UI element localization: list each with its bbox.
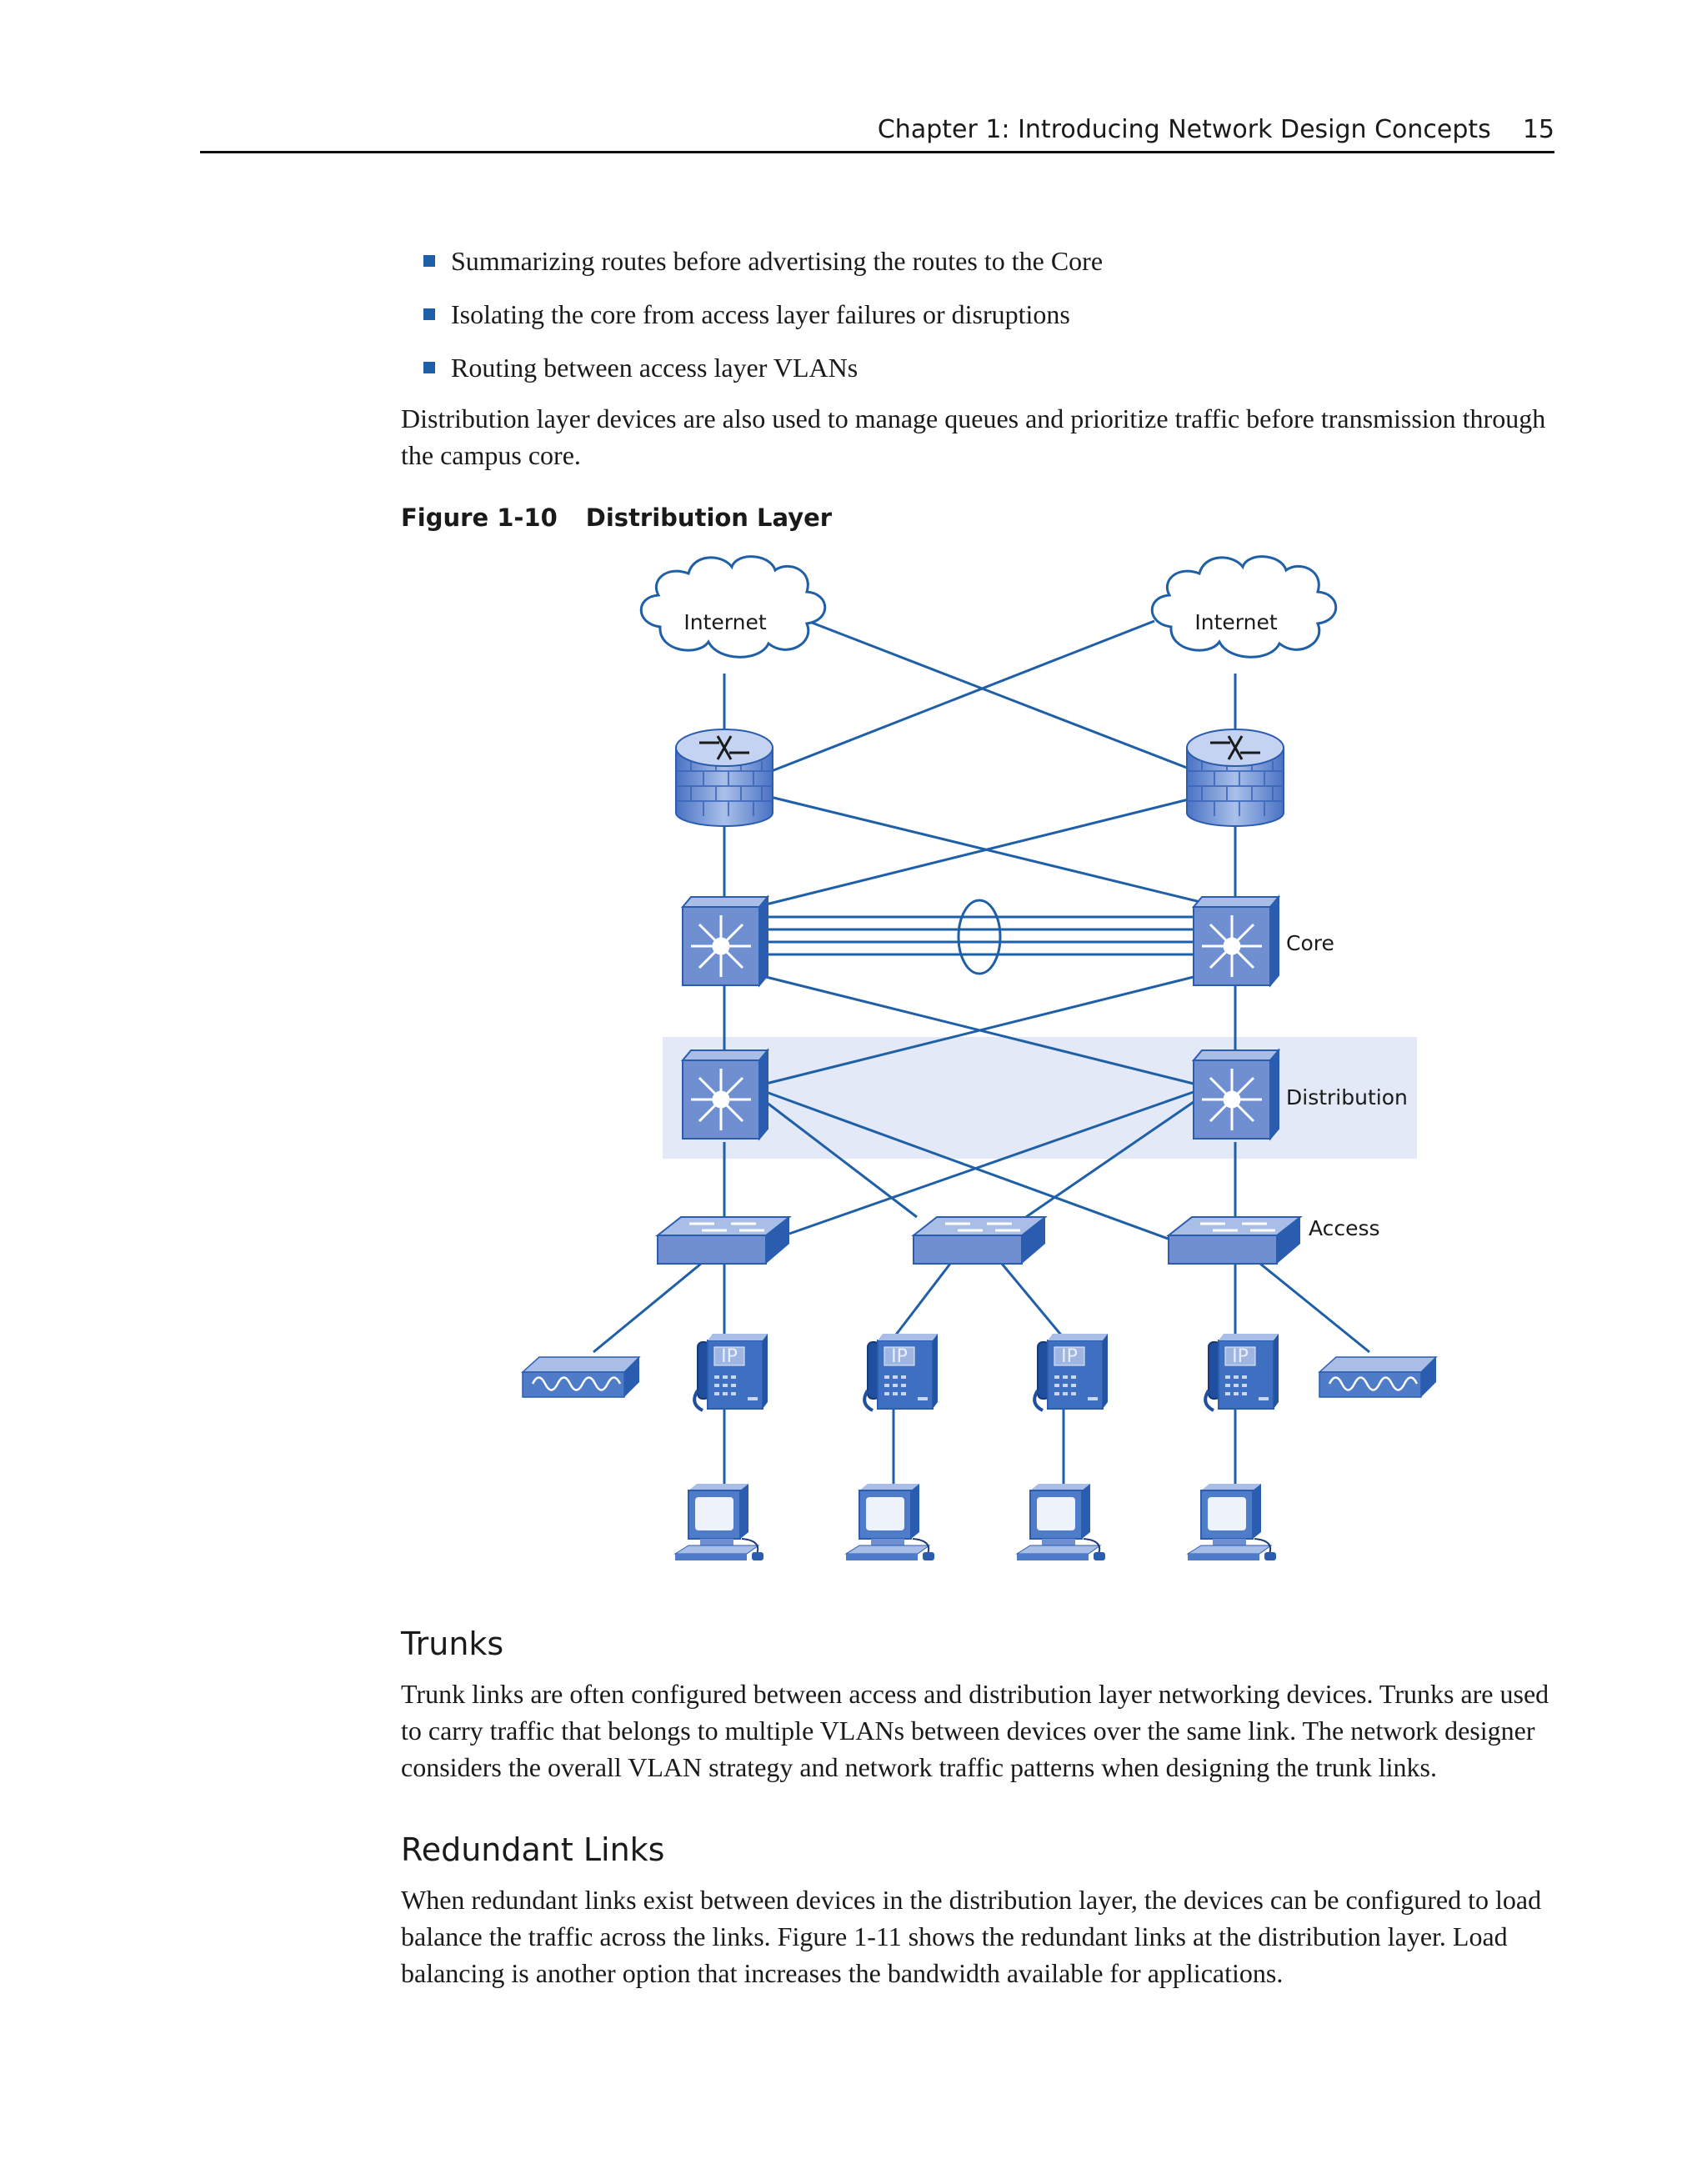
ip-phone-icon: [1033, 1332, 1109, 1412]
internet-cloud-right-icon: [1150, 555, 1338, 659]
access-switch-left-icon: [656, 1215, 791, 1265]
section-heading-redundant-links: Redundant Links: [401, 1831, 665, 1868]
access-label: Access: [1309, 1216, 1380, 1240]
internet-left-label: Internet: [683, 610, 766, 634]
header-rule: [200, 151, 1554, 153]
distribution-switch-right-icon: [1192, 1049, 1280, 1140]
core-switch-right-icon: [1192, 895, 1280, 987]
ip-phone-icon: [1204, 1332, 1280, 1412]
bullet-square-icon: [423, 362, 435, 373]
section-body-trunks: Trunk links are often configured between…: [401, 1679, 1549, 1782]
bullet-item: Summarizing routes before advertising th…: [401, 242, 1103, 295]
figure-number: Figure 1-10: [401, 503, 558, 532]
pc-workstation-icon: [845, 1483, 935, 1561]
core-switch-left-icon: [681, 895, 769, 987]
internet-cloud-left-icon: [639, 555, 827, 659]
section-heading-trunks: Trunks: [401, 1625, 504, 1662]
bullet-item: Routing between access layer VLANs: [401, 348, 1103, 402]
running-head: Chapter 1: Introducing Network Design Co…: [0, 115, 1554, 144]
access-point-left-icon: [521, 1355, 641, 1399]
firewall-router-right-icon: [1185, 728, 1285, 828]
link-lines: [593, 619, 1370, 1485]
figure-caption: Figure 1-10 Distribution Layer: [401, 503, 832, 532]
distribution-switch-left-icon: [681, 1049, 769, 1140]
section-body-redundant-links: When redundant links exist between devic…: [401, 1885, 1542, 1988]
firewall-router-left-icon: [674, 728, 774, 828]
chapter-title: Chapter 1: Introducing Network Design Co…: [877, 115, 1491, 144]
pc-workstation-icon: [1187, 1483, 1277, 1561]
pc-workstation-icon: [1016, 1483, 1106, 1561]
distribution-label: Distribution: [1286, 1085, 1408, 1110]
distribution-band: [663, 1037, 1417, 1159]
page-number: 15: [1522, 115, 1554, 144]
pc-workstation-icon: [674, 1483, 764, 1561]
internet-right-label: Internet: [1194, 610, 1277, 634]
access-switch-middle-icon: [912, 1215, 1047, 1265]
ip-phone-icon: [693, 1332, 769, 1412]
access-switch-right-icon: [1167, 1215, 1302, 1265]
core-label: Core: [1286, 931, 1334, 955]
etherchannel-bundle-icon: [957, 899, 1002, 975]
figure-title: Distribution Layer: [585, 503, 833, 532]
bullet-list: Summarizing routes before advertising th…: [401, 242, 1103, 402]
access-point-right-icon: [1318, 1355, 1438, 1399]
ip-phone-icon: [863, 1332, 939, 1412]
bullet-square-icon: [423, 308, 435, 320]
bullet-item: Isolating the core from access layer fai…: [401, 295, 1103, 348]
intro-paragraph: Distribution layer devices are also used…: [401, 403, 1546, 470]
bullet-square-icon: [423, 255, 435, 267]
